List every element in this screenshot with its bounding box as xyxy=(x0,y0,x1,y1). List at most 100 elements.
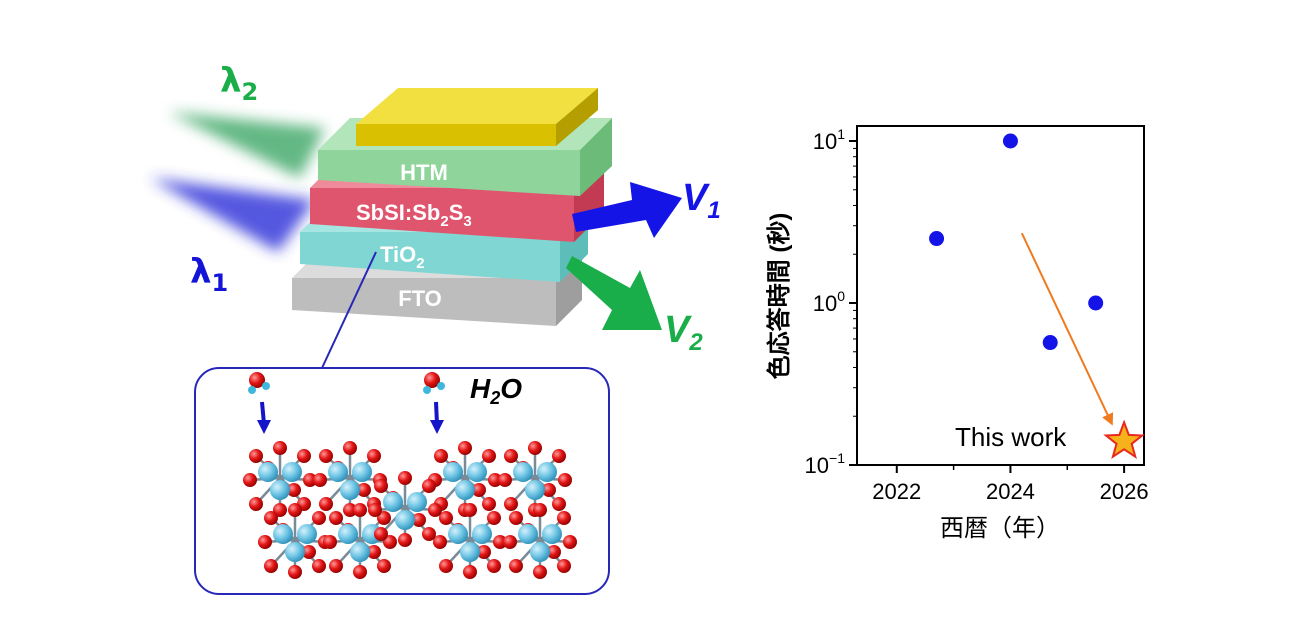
oxygen-atom xyxy=(398,533,412,547)
oxygen-atom xyxy=(377,511,391,525)
absorber-label: SbSI:Sb2S3 xyxy=(356,200,472,230)
trend-arrow-shaft xyxy=(1020,232,1109,416)
oxygen-atom xyxy=(288,565,302,579)
titanium-atom xyxy=(340,480,360,500)
titanium-atom xyxy=(328,462,348,482)
data-point xyxy=(929,231,945,247)
titanium-atom xyxy=(338,524,358,544)
oxygen-atom xyxy=(357,483,371,497)
oxygen-atom xyxy=(493,535,507,549)
tio2-sub: 2 xyxy=(416,255,424,272)
oxygen-atom xyxy=(353,503,367,517)
oxygen-atom xyxy=(323,535,337,549)
oxygen-atom xyxy=(558,473,572,487)
oxygen-atom xyxy=(557,559,571,573)
oxygen-atom xyxy=(374,527,388,541)
oxygen-atom xyxy=(488,473,502,487)
y-axis-label: 色応答時間 (秒) xyxy=(765,213,793,380)
titanium-atom xyxy=(460,542,480,562)
v2-base: V xyxy=(664,309,692,351)
oxygen-atom xyxy=(353,565,367,579)
oxygen-atom xyxy=(243,473,257,487)
oxygen-atom xyxy=(297,449,311,463)
oxygen-atom xyxy=(287,483,301,497)
oxygen-atom xyxy=(472,483,486,497)
h2o-o: O xyxy=(500,373,522,404)
tio2-crystal-lattice xyxy=(243,441,577,579)
oxygen-atom xyxy=(302,545,316,559)
titanium-atom xyxy=(383,492,403,512)
lambda-2-sub: 2 xyxy=(242,78,259,106)
oxygen-atom xyxy=(433,535,447,549)
oxygen-atom xyxy=(422,479,436,493)
oxygen-atom xyxy=(288,503,302,517)
lambda-2-base: λ xyxy=(220,61,242,101)
oxygen-atom xyxy=(458,441,472,455)
annotation-this-work: This work xyxy=(955,422,1067,452)
oxygen-atom xyxy=(422,527,436,541)
data-point xyxy=(1088,295,1104,311)
oxygen-atom xyxy=(273,441,287,455)
oxygen-atom xyxy=(509,559,523,573)
lambda-1-label: λ1 xyxy=(190,252,228,297)
x-axis-label: 西暦（年） xyxy=(940,515,1060,542)
titanium-atom xyxy=(455,480,475,500)
trend-arrow-group xyxy=(1020,232,1114,426)
oxygen-atom xyxy=(312,559,326,573)
fto-label: FTO xyxy=(398,286,442,311)
oxygen-atom xyxy=(439,511,453,525)
oxygen-atom xyxy=(383,535,397,549)
oxygen-atom xyxy=(557,511,571,525)
oxygen-atom xyxy=(498,473,512,487)
h2o-sub: 2 xyxy=(489,388,500,408)
oxygen-atom xyxy=(368,503,382,517)
titanium-atom xyxy=(297,524,317,544)
oxygen-atom xyxy=(503,535,517,549)
oxygen-atom xyxy=(313,473,327,487)
x-tick-label: 2026 xyxy=(1100,479,1149,504)
lambda-1-base: λ xyxy=(190,252,212,292)
titanium-atom xyxy=(352,462,372,482)
titanium-atom xyxy=(350,542,370,562)
oxygen-atom xyxy=(377,559,391,573)
titanium-atom xyxy=(285,542,305,562)
oxygen-atom xyxy=(482,449,496,463)
oxygen-atom xyxy=(477,545,491,559)
oxygen-atom xyxy=(504,449,518,463)
oxygen-atom xyxy=(547,545,561,559)
v2-label: V2 xyxy=(664,309,703,356)
absorber-sub-2: 3 xyxy=(463,213,471,230)
oxygen-atom xyxy=(398,471,412,485)
oxygen-atom xyxy=(439,559,453,573)
titanium-atom xyxy=(270,480,290,500)
y-tick-label: 100 xyxy=(813,288,845,316)
x-tick-label: 2024 xyxy=(986,479,1035,504)
tio2-base: TiO xyxy=(380,242,416,267)
titanium-atom xyxy=(467,462,487,482)
oxygen-atom xyxy=(264,511,278,525)
y-tick-label: 101 xyxy=(813,126,845,154)
tio2-label: TiO2 xyxy=(380,242,425,272)
device-illustration: λ2 λ1 FTO TiO2 SbSI:Sb2S3 HTM xyxy=(150,61,721,595)
oxygen-atom xyxy=(249,497,263,511)
oxygen-atom xyxy=(258,535,272,549)
gold-electrodes xyxy=(356,88,598,146)
lambda-1-sub: 1 xyxy=(212,269,229,297)
oxygen-atom xyxy=(374,479,388,493)
oxygen-atom xyxy=(319,449,333,463)
oxygen-atom xyxy=(487,559,501,573)
oxygen-atom xyxy=(463,565,477,579)
oxygen-atom xyxy=(343,503,357,517)
absorber-part-1: SbSI:Sb xyxy=(356,200,440,225)
this-work-star xyxy=(1103,419,1145,460)
oxygen-atom xyxy=(563,535,577,549)
trend-arrow-head xyxy=(1102,412,1114,426)
v2-output-arrow xyxy=(566,256,662,330)
adsorption-arrow-2 xyxy=(430,401,444,434)
data-point xyxy=(1042,335,1058,351)
oxygen-atom xyxy=(542,483,556,497)
v1-sub: 1 xyxy=(707,197,720,224)
oxygen-atom xyxy=(552,449,566,463)
oxygen-atom xyxy=(434,449,448,463)
